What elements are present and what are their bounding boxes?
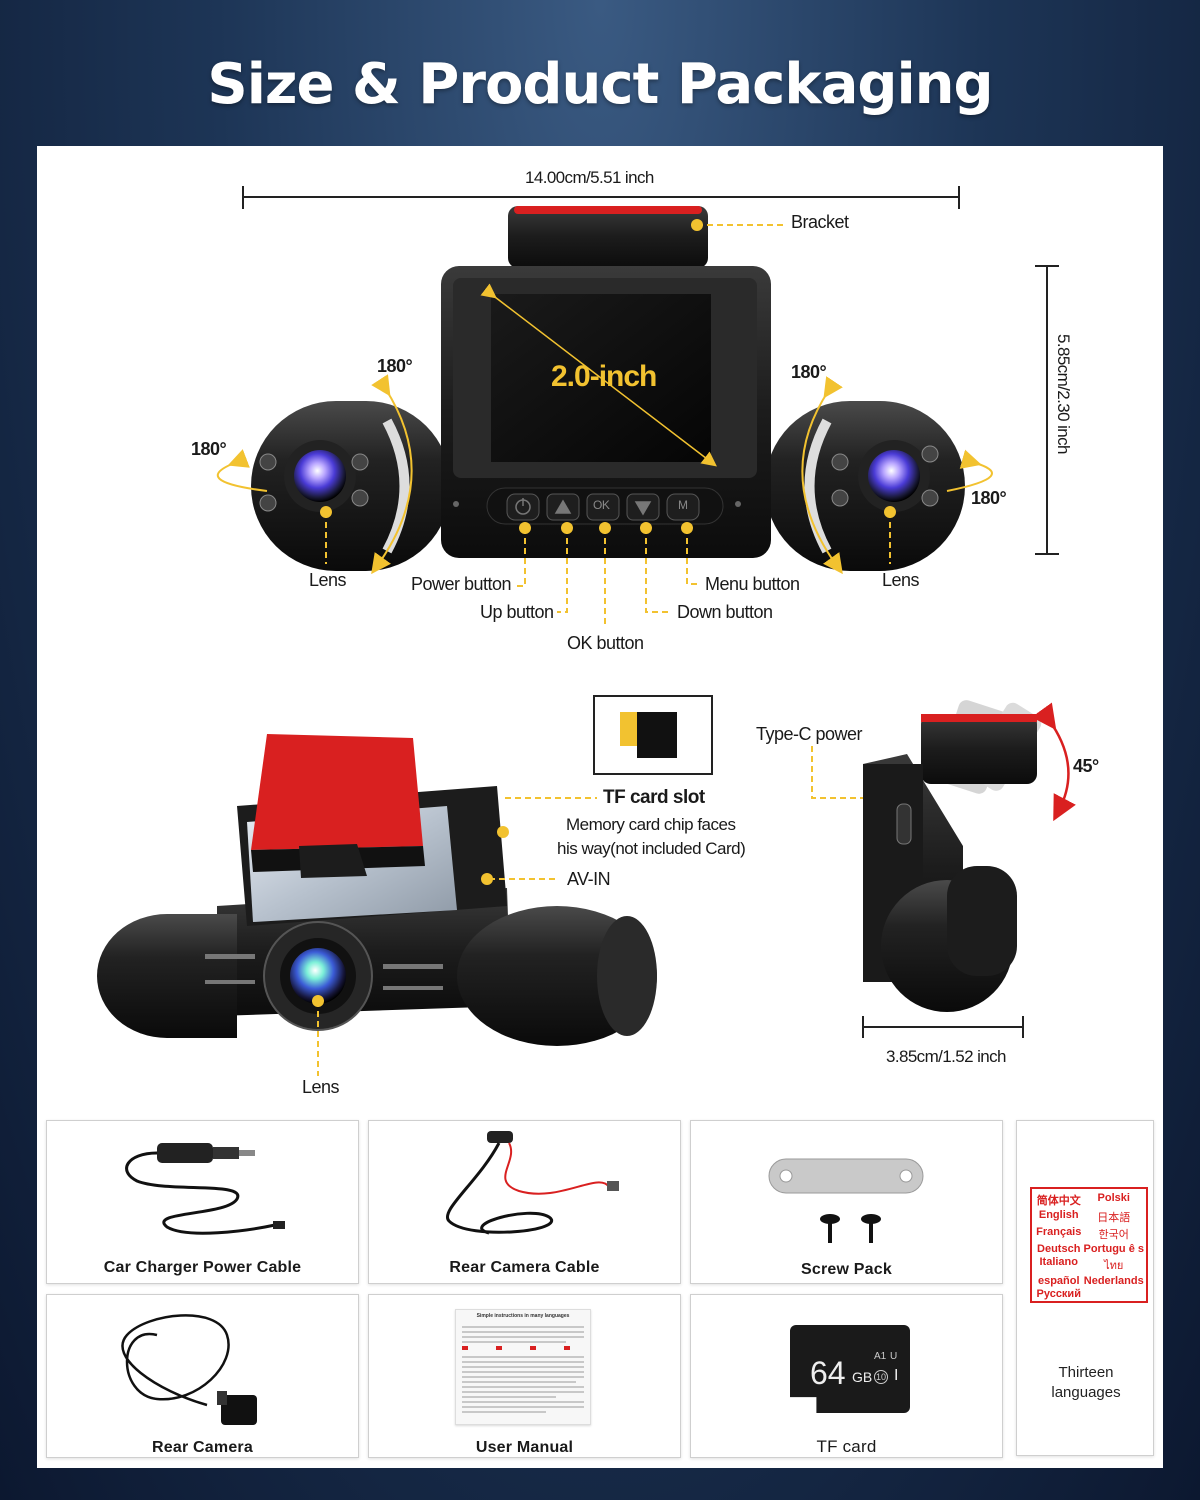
bracket-label: Bracket: [791, 212, 849, 232]
lens-front-label: Lens: [302, 1077, 340, 1097]
depth-dimension-label: 3.85cm/1.52 inch: [886, 1047, 1006, 1066]
car-charger-image: [125, 1143, 285, 1235]
language-item: Nederlands: [1083, 1275, 1144, 1287]
type-c-power-label: Type-C power: [756, 724, 863, 744]
tf-card-slot-label: TF card slot: [603, 787, 705, 808]
language-item: español: [1037, 1275, 1080, 1287]
package-item-label: Screw Pack: [801, 1261, 892, 1278]
languages-caption: Thirteen languages: [1051, 1364, 1121, 1401]
av-in-label: AV-IN: [567, 869, 611, 889]
width-dimension-line: [242, 186, 960, 209]
height-dimension-label: 5.85cm/2.30 inch: [1054, 334, 1073, 454]
menu-button-label: Menu button: [705, 574, 800, 594]
tilt-angle-label: 45°: [1073, 756, 1099, 776]
language-item: English: [1038, 1209, 1079, 1221]
language-item: Polski: [1097, 1192, 1130, 1204]
package-item-user-manual: Simple instructions in many languages: [368, 1294, 681, 1458]
front-view-dashcam: [216, 206, 993, 628]
tf-card-roman: I: [894, 1367, 899, 1384]
language-item: Portugu ê s: [1083, 1243, 1144, 1255]
angle-label: 180°: [377, 356, 413, 376]
package-item-label: Rear Camera: [152, 1439, 253, 1456]
lens-left-label: Lens: [309, 570, 347, 590]
content-panel: 14.00cm/5.51 inch 5.85cm/2.30 inch Brack…: [37, 146, 1163, 1468]
language-item: Italiano: [1039, 1256, 1078, 1268]
ok-button-label: OK button: [567, 633, 644, 653]
languages-list: 简体中文 Polski English 日本語 Français 한국어 Deu…: [1030, 1187, 1148, 1303]
manual-heading: Simple instructions in many languages: [476, 1313, 570, 1319]
package-item-tf-card: 64 GB A1 U 10 I TF card: [690, 1294, 1003, 1458]
package-item-car-charger: Car Charger Power Cable: [46, 1120, 359, 1284]
angle-label: 180°: [971, 488, 1007, 508]
rear-camera-image: [121, 1314, 257, 1425]
tf-card-u: U: [890, 1351, 898, 1362]
screw-pack-image: [768, 1158, 924, 1243]
package-item-rear-camera-cable: Rear Camera Cable: [368, 1120, 681, 1284]
product-diagram: 14.00cm/5.51 inch 5.85cm/2.30 inch Brack…: [37, 146, 1163, 1116]
screen-size-label: 2.0-inch: [551, 360, 657, 393]
ok-button-glyph: OK: [593, 498, 610, 512]
package-item-screw-pack: Screw Pack: [690, 1120, 1003, 1284]
tf-card-capacity: 64: [810, 1355, 846, 1391]
package-item-label: User Manual: [475, 1439, 574, 1456]
tf-card-class: 10: [874, 1370, 888, 1384]
power-button-label: Power button: [411, 574, 512, 594]
width-dimension-label: 14.00cm/5.51 inch: [525, 168, 654, 187]
language-item: 한국어: [1098, 1229, 1129, 1241]
height-dimension-line: [1035, 265, 1059, 555]
lens-right-label: Lens: [882, 570, 920, 590]
package-item-label: TF card: [816, 1437, 877, 1456]
tf-card-note-line2: his way(not included Card): [557, 839, 746, 858]
angle-view-dashcam: [97, 695, 893, 1076]
manual-text-lines: [462, 1326, 584, 1413]
angle-label: 180°: [791, 362, 827, 382]
side-view-dashcam: [862, 700, 1076, 1038]
language-item: Français: [1036, 1226, 1082, 1238]
package-item-label: Car Charger Power Cable: [103, 1259, 302, 1276]
down-button-label: Down button: [677, 602, 773, 622]
language-item: ไทย: [1104, 1260, 1124, 1272]
menu-button-glyph: M: [678, 498, 688, 512]
language-item: Русский: [1036, 1288, 1081, 1300]
language-item: Deutsch: [1037, 1243, 1081, 1255]
package-item-label: Rear Camera Cable: [449, 1259, 600, 1276]
rear-camera-cable-image: [445, 1131, 619, 1235]
page-title: Size & Product Packaging: [207, 52, 993, 117]
package-item-rear-camera: Rear Camera: [46, 1294, 359, 1458]
tf-card-unit: GB: [852, 1369, 873, 1385]
manual-sheet: Simple instructions in many languages: [455, 1309, 591, 1425]
package-item-languages: 简体中文 Polski English 日本語 Français 한국어 Deu…: [1016, 1120, 1154, 1456]
dashcam-illustration: [97, 186, 1076, 1076]
tf-card-note-line1: Memory card chip faces: [566, 815, 736, 834]
language-item: 日本語: [1097, 1212, 1131, 1224]
tf-card-image: 64 GB A1 U 10 I: [790, 1325, 910, 1413]
up-button-label: Up button: [480, 602, 554, 622]
tf-card-grade: A1: [874, 1351, 887, 1362]
angle-label: 180°: [191, 439, 227, 459]
language-item: 简体中文: [1036, 1195, 1081, 1207]
